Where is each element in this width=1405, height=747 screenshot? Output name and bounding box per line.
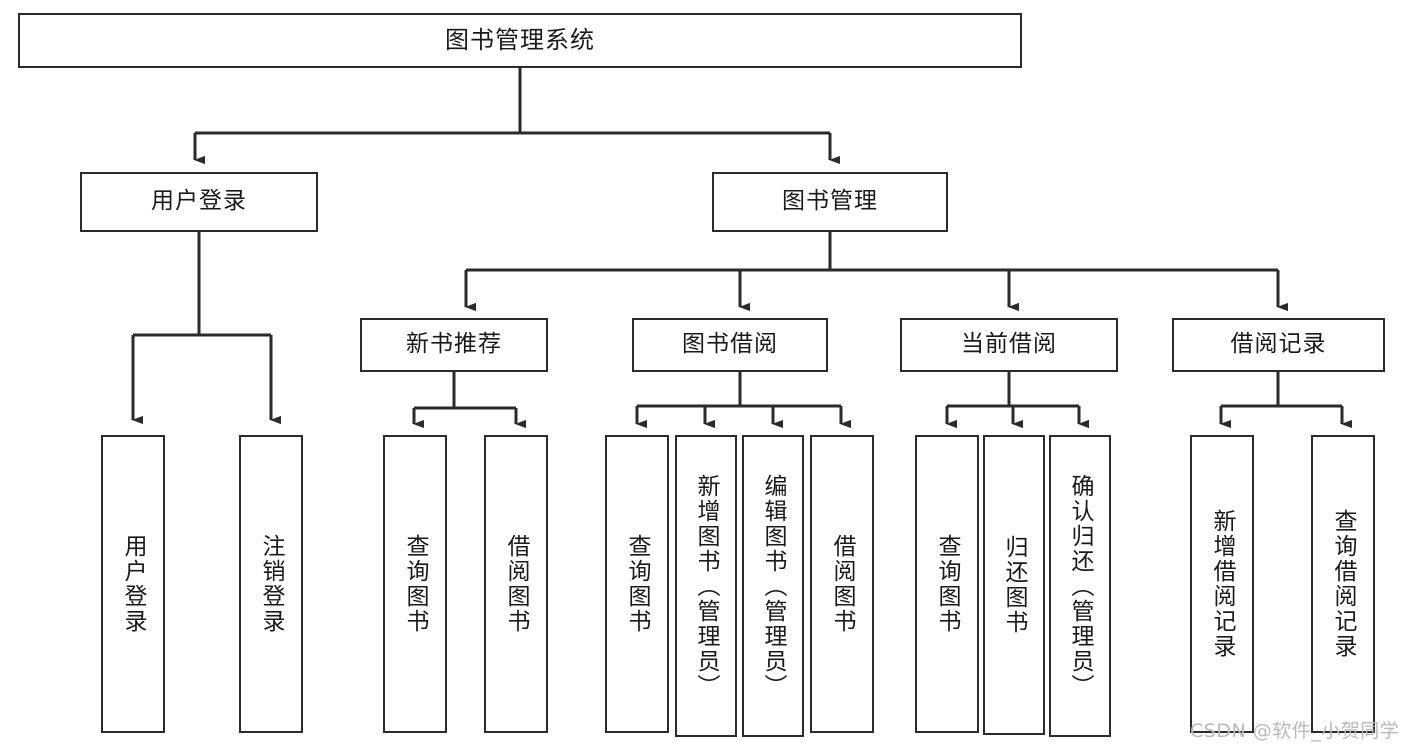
- node-label: 查询图书: [624, 534, 651, 634]
- node-label: 注销登录: [258, 534, 285, 634]
- node-label: 借阅图书: [829, 534, 856, 634]
- leaf-current-return-book[interactable]: 归还图书: [983, 435, 1045, 735]
- leaf-recommend-borrow-book[interactable]: 借阅图书: [484, 435, 548, 733]
- node-book-borrow[interactable]: 图书借阅: [632, 318, 828, 372]
- node-label: 新增借阅记录: [1209, 509, 1236, 659]
- node-root-book-management-system[interactable]: 图书管理系统: [18, 13, 1022, 68]
- leaf-borrow-add-book-admin[interactable]: 新增图书（管理员）: [675, 435, 737, 737]
- leaf-user-login-login[interactable]: 用户登录: [101, 435, 165, 733]
- node-label: 图书管理: [782, 188, 878, 215]
- node-label: 图书管理系统: [445, 26, 595, 55]
- leaf-record-add-record[interactable]: 新增借阅记录: [1190, 435, 1254, 733]
- csdn-watermark: CSDN @软件_小贺同学: [1190, 720, 1400, 742]
- node-current-borrow[interactable]: 当前借阅: [900, 318, 1118, 372]
- node-label: 确认归还（管理员）: [1067, 473, 1094, 699]
- node-label: 查询借阅记录: [1330, 509, 1357, 659]
- leaf-borrow-edit-book-admin[interactable]: 编辑图书（管理员）: [742, 435, 804, 737]
- node-borrow-record[interactable]: 借阅记录: [1172, 318, 1385, 372]
- node-label: 归还图书: [1001, 535, 1028, 635]
- node-label: 借阅记录: [1230, 331, 1327, 358]
- node-book-management[interactable]: 图书管理: [712, 172, 948, 232]
- leaf-borrow-query-book[interactable]: 查询图书: [605, 435, 669, 733]
- node-label: 新增图书（管理员）: [693, 473, 720, 699]
- leaf-current-confirm-return-admin[interactable]: 确认归还（管理员）: [1049, 435, 1111, 737]
- leaf-user-login-logout[interactable]: 注销登录: [239, 435, 303, 733]
- node-new-book-recommend[interactable]: 新书推荐: [360, 318, 548, 372]
- node-label: 图书借阅: [682, 331, 778, 358]
- leaf-record-query-record[interactable]: 查询借阅记录: [1311, 435, 1375, 733]
- node-label: 借阅图书: [503, 534, 530, 634]
- node-user-login[interactable]: 用户登录: [80, 172, 318, 232]
- node-label: 当前借阅: [961, 331, 1057, 358]
- leaf-current-query-book[interactable]: 查询图书: [915, 435, 979, 733]
- leaf-borrow-borrow-book[interactable]: 借阅图书: [810, 435, 874, 733]
- node-label: 新书推荐: [406, 331, 502, 358]
- leaf-recommend-query-book[interactable]: 查询图书: [383, 435, 447, 733]
- node-label: 用户登录: [120, 534, 147, 634]
- node-label: 用户登录: [151, 188, 247, 215]
- node-label: 编辑图书（管理员）: [760, 473, 787, 699]
- node-label: 查询图书: [934, 534, 961, 634]
- node-label: 查询图书: [402, 534, 429, 634]
